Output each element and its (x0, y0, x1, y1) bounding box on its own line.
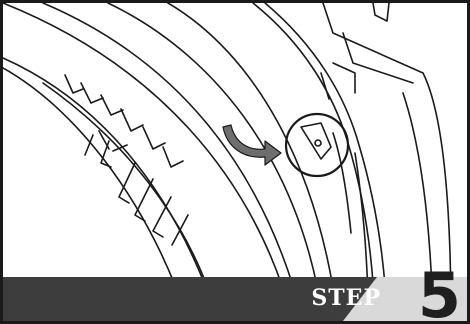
step-band (3, 271, 467, 321)
step-number: 5 (418, 265, 461, 324)
curved-arrow-icon (223, 125, 281, 165)
step-label: STEP (311, 285, 381, 311)
